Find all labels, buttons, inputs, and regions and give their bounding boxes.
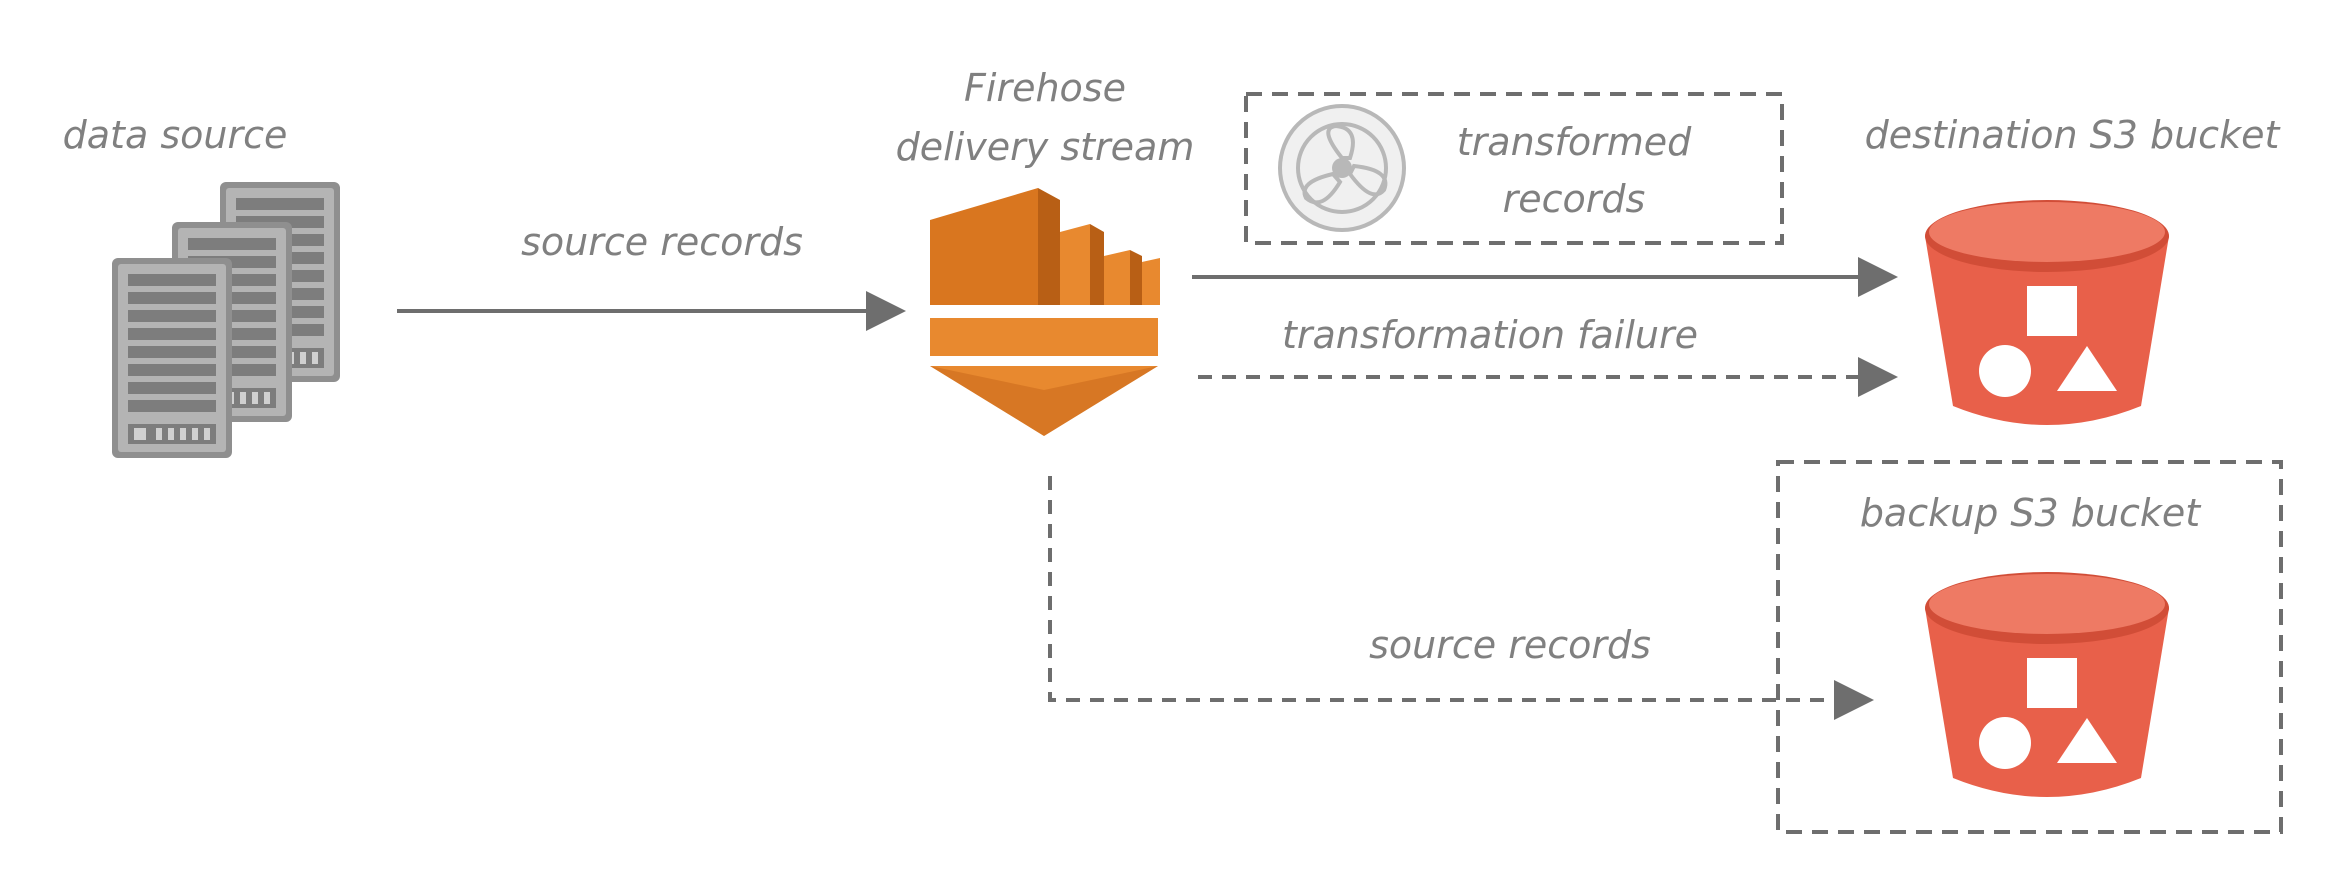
data-source-label: data source	[63, 113, 288, 157]
transformation-failure-label: transformation failure	[1282, 313, 1698, 357]
backup-box	[1776, 460, 2283, 834]
destination-s3-bucket-icon	[1925, 200, 2169, 425]
backup-bucket-label: backup S3 bucket	[1860, 491, 2202, 535]
backup-source-records-arrow	[1048, 476, 1874, 720]
server-stack-icon	[112, 182, 340, 458]
firehose-title-line2: delivery stream	[896, 125, 1195, 169]
transformed-records-label-line1: transformed	[1457, 120, 1692, 164]
source-records-label: source records	[521, 220, 803, 264]
firehose-title-line1: Firehose	[964, 66, 1126, 110]
destination-bucket-label: destination S3 bucket	[1865, 113, 2282, 157]
transform-box	[1244, 92, 1784, 245]
backup-source-records-label: source records	[1369, 623, 1651, 667]
lambda-gear-icon	[1278, 104, 1406, 232]
firehose-icon	[930, 188, 1160, 436]
backup-s3-bucket-icon	[1925, 572, 2169, 797]
transformed-records-label-line2: records	[1503, 177, 1646, 221]
